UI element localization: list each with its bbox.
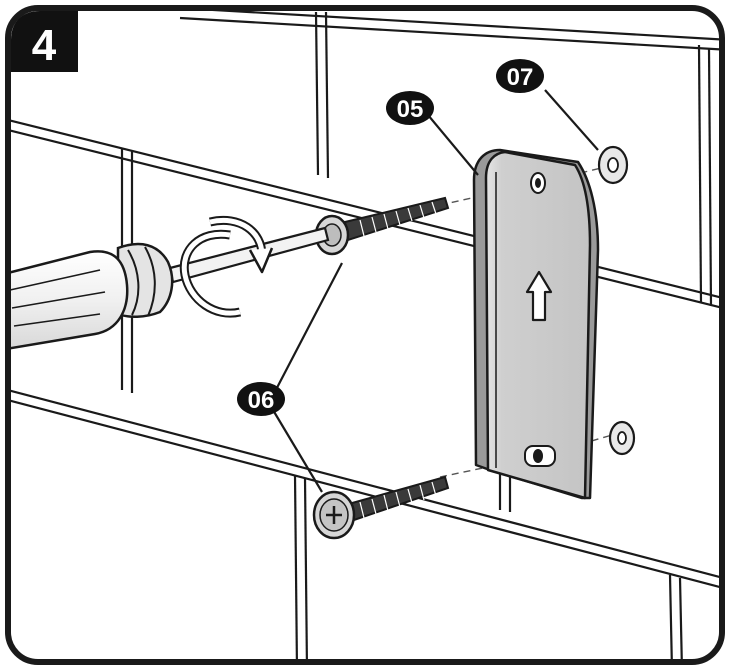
wall-anchor-top	[597, 145, 629, 185]
wall-bracket	[472, 148, 600, 500]
step-number: 4	[32, 21, 57, 70]
screw-bottom	[312, 475, 450, 540]
panel-background	[8, 8, 722, 662]
callout-06-label: 06	[248, 387, 275, 414]
callout-05-label: 05	[397, 96, 424, 123]
callout-06: 06	[237, 382, 285, 416]
rotation-arrow-icon	[179, 216, 274, 318]
step-badge: 4	[11, 11, 78, 72]
screwdriver-icon	[8, 226, 330, 352]
callout-leaders	[267, 89, 599, 493]
callout-05: 05	[386, 91, 434, 125]
callout-07: 07	[496, 59, 544, 93]
panel-border	[5, 5, 725, 665]
up-arrow-icon	[525, 270, 553, 322]
wall-anchor-bottom	[608, 420, 636, 456]
callout-07-label: 07	[507, 64, 534, 91]
